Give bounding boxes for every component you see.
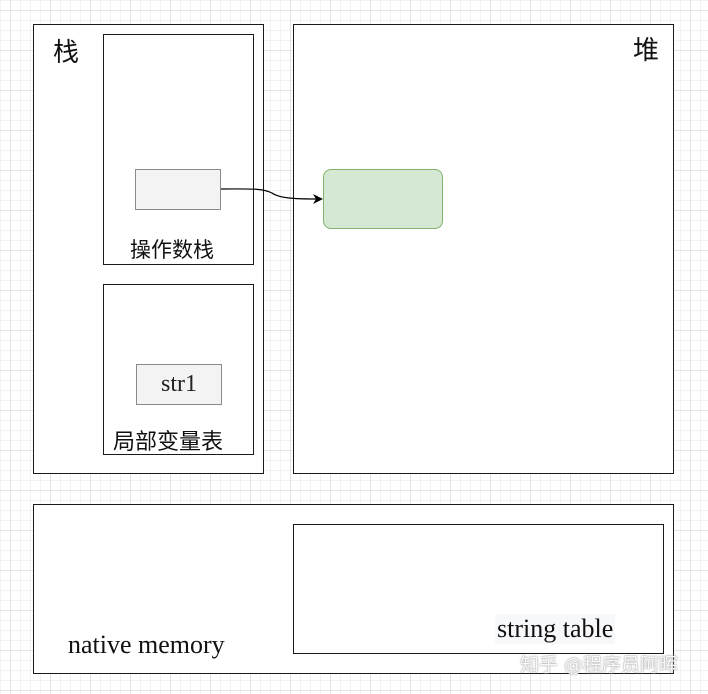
native-memory-label: native memory <box>68 630 225 659</box>
watermark: 知乎 @程序员阿晖 <box>520 654 679 676</box>
local-variable-table-label: 局部变量表 <box>113 430 224 455</box>
heap-label: 堆 <box>633 36 660 66</box>
operand-stack-cell <box>135 169 221 210</box>
operand-stack-frame <box>103 34 254 265</box>
heap-region <box>293 24 674 474</box>
heap-object <box>323 169 443 229</box>
stack-label: 栈 <box>53 38 80 68</box>
local-variable-cell-str1: str1 <box>136 364 222 405</box>
string-table-label: string table <box>495 614 616 644</box>
operand-stack-label: 操作数栈 <box>130 238 214 262</box>
